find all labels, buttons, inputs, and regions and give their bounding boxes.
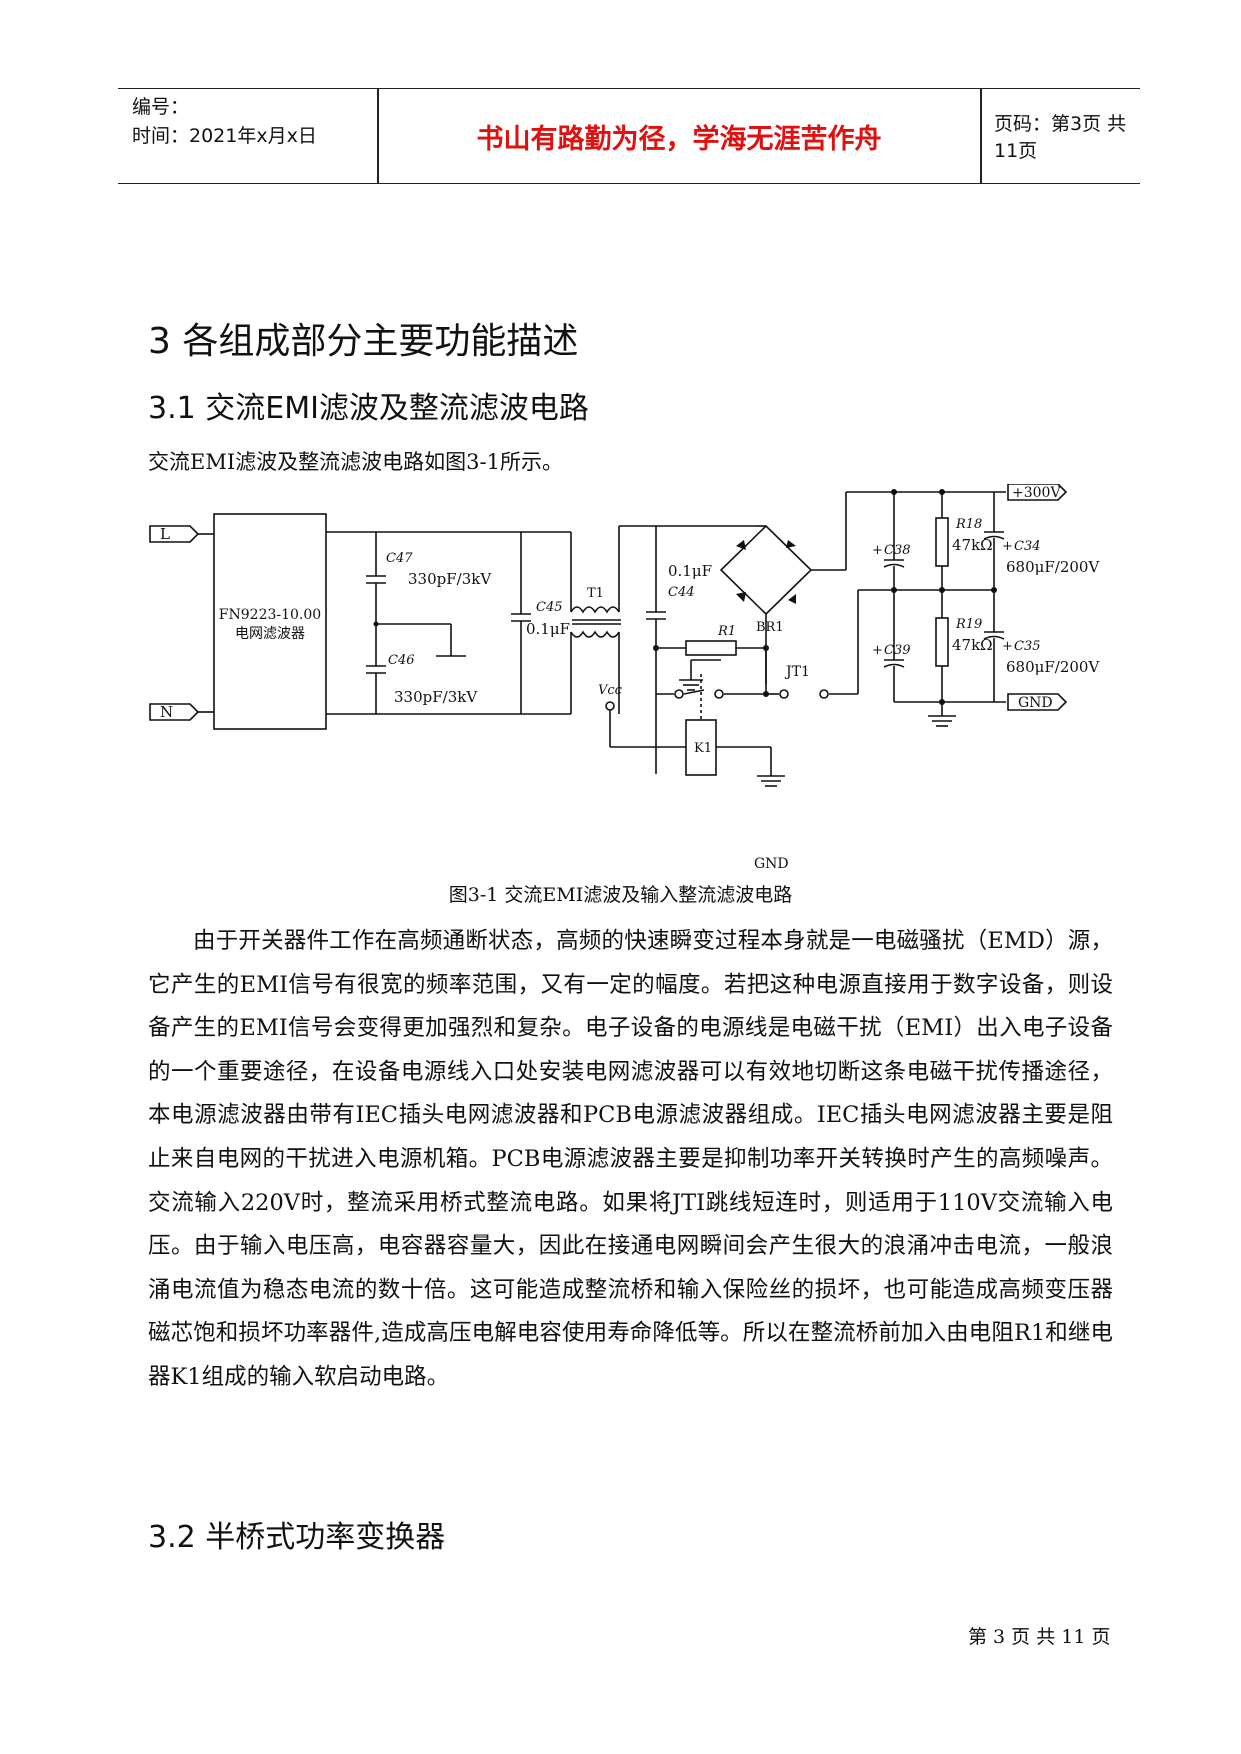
label-c38-plus: + xyxy=(872,543,883,558)
circuit-diagram: L N FN9223-10.00 电网滤波器 C47 330pF/3kV C46… xyxy=(149,484,1100,869)
label-c45-value: 0.1μF xyxy=(526,620,570,638)
intro-text: 交流EMI滤波及整流滤波电路如图3-1所示。 xyxy=(148,450,563,474)
label-c34: C34 xyxy=(1014,539,1041,554)
header-motto: 书山有路勤为径，学海无涯苦作舟 xyxy=(476,123,882,155)
label-c44: C44 xyxy=(668,585,695,600)
label-k1: K1 xyxy=(694,741,712,756)
label-out-gnd: GND xyxy=(1018,695,1053,711)
label-filter-name: 电网滤波器 xyxy=(235,626,305,642)
label-c35-value: 680μF/200V xyxy=(1006,658,1100,676)
label-c35-plus: + xyxy=(1002,639,1013,654)
label-c34-plus: + xyxy=(1002,539,1013,554)
document-number-label: 编号： xyxy=(132,96,190,118)
label-c34-value: 680μF/200V xyxy=(1006,558,1100,576)
label-t1: T1 xyxy=(587,586,604,601)
label-c47-value: 330pF/3kV xyxy=(408,570,492,588)
label-r18-value: 47kΩ xyxy=(952,536,993,554)
header-divider xyxy=(377,89,379,183)
body-paragraph: 由于开关器件工作在高频通断状态，高频的快速瞬变过程本身就是一电磁骚扰（EMD）源… xyxy=(148,928,1113,1390)
label-filter-model: FN9223-10.00 xyxy=(219,607,321,623)
header-meta: 编号： 时间：2021年x月x日 xyxy=(132,93,372,151)
label-c38: C38 xyxy=(884,543,911,558)
document-date: 时间：2021年x月x日 xyxy=(132,125,317,147)
label-l: L xyxy=(160,525,170,543)
label-jt1: JT1 xyxy=(784,664,810,680)
label-r1: R1 xyxy=(717,624,736,639)
label-c39-plus: + xyxy=(872,643,883,658)
label-r19-value: 47kΩ xyxy=(952,636,993,654)
label-r18: R18 xyxy=(955,517,982,532)
label-r19: R19 xyxy=(955,617,982,632)
label-c46-value: 330pF/3kV xyxy=(394,688,478,706)
label-br1: BR1 xyxy=(756,620,784,635)
label-vcc: Vcc xyxy=(598,683,623,698)
page-footer: 第 3 页 共 11 页 xyxy=(968,1626,1111,1648)
page-header: 编号： 时间：2021年x月x日 书山有路勤为径，学海无涯苦作舟 页码：第3页 … xyxy=(118,88,1140,184)
header-divider xyxy=(980,89,982,183)
label-c47: C47 xyxy=(386,551,413,566)
figure-caption: 图3-1 交流EMI滤波及输入整流滤波电路 xyxy=(448,884,793,906)
body-text: 由于开关器件工作在高频通断状态，高频的快速瞬变过程本身就是一电磁骚扰（EMD）源… xyxy=(148,920,1113,1400)
subsection-heading: 3.1 交流EMI滤波及整流滤波电路 xyxy=(148,391,589,426)
label-c39: C39 xyxy=(884,643,911,658)
label-n: N xyxy=(160,703,173,721)
label-c35: C35 xyxy=(1014,639,1041,654)
label-gnd: GND xyxy=(754,856,789,869)
next-section-heading: 3.2 半桥式功率变换器 xyxy=(148,1520,446,1555)
label-out-300v: +300V xyxy=(1012,485,1061,501)
header-page-info: 页码：第3页 共11页 xyxy=(994,113,1127,162)
section-heading: 3 各组成部分主要功能描述 xyxy=(148,321,579,362)
label-c46: C46 xyxy=(388,653,415,668)
label-c44-value: 0.1μF xyxy=(668,562,712,580)
label-c45: C45 xyxy=(536,600,563,615)
